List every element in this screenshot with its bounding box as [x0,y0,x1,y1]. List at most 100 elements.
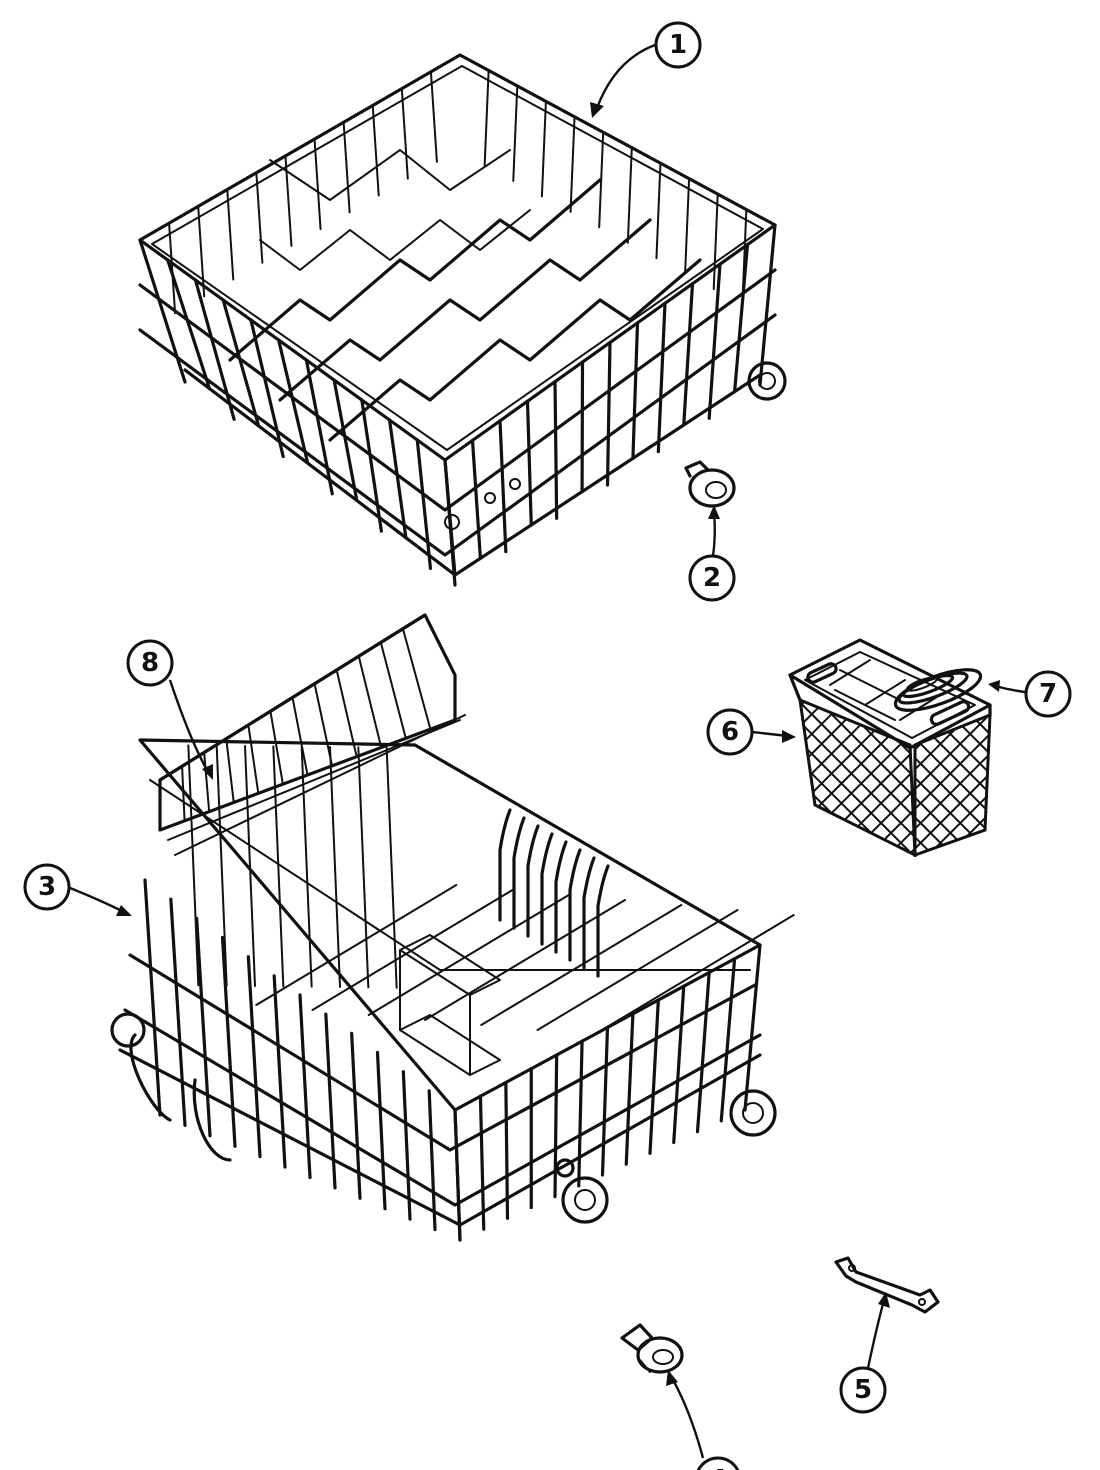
rack-tine [582,856,596,970]
rack-wire [427,1089,437,1232]
rack-wire [277,338,310,465]
rack-wire [480,904,683,1026]
callout-3: 3 [23,863,132,916]
rack-wire [329,746,341,988]
rack-wire [655,162,662,260]
rack-wire [401,1070,412,1221]
rack-wire [429,70,438,163]
rack-wire [225,737,235,804]
rack-wire [169,897,187,1128]
rack-wire [684,177,691,275]
rack-wire [357,655,383,749]
rack-wire [424,899,626,1021]
rack-wire [512,84,519,182]
rack-wire [220,935,237,1148]
rack-wire [504,1080,510,1220]
rack-wire [138,238,187,384]
rack-wire [298,993,312,1180]
rack-wire [143,878,162,1117]
callout-1: 1 [590,21,702,118]
rack-wire [577,1039,584,1188]
rack-tine [596,864,610,978]
rack-wire [332,378,359,503]
rack-wire [197,205,206,298]
rack-wire [540,100,547,198]
rack-wire [453,1108,462,1242]
rack-wire [478,1094,486,1231]
rack-wire [324,1012,337,1190]
callout-6: 6 [706,708,796,756]
rack-wire [695,970,711,1134]
rack-wire [672,984,686,1145]
rack-tine [512,816,526,930]
rack-wire [272,745,285,988]
rack-tine [568,848,582,962]
callout-5: 5 [839,1292,890,1414]
callout-4: 4 [666,1370,740,1470]
callout-7-label: 7 [1039,679,1057,709]
rack-wire [350,1031,362,1200]
rack-wire [483,69,490,167]
rack-wire [375,1050,387,1211]
rack-wire [415,438,433,570]
rack-wire [166,258,212,391]
rack-wire [342,121,351,214]
callout-4-label: 4 [709,1465,727,1470]
rack-wire [313,682,334,767]
rack-wire [656,301,667,454]
callout-8-label: 8 [141,648,159,678]
rack-wire [244,745,256,987]
rack-wire [300,745,313,988]
bracket-part-5 [834,1256,940,1314]
rack-wire [215,744,228,987]
rack-wire [719,957,737,1123]
rack-roller-part-2 [684,460,736,508]
rack-wire [401,627,432,731]
rack-wire [626,146,633,244]
rack-wire [195,916,212,1138]
rack-tine [526,824,540,938]
upper-rack [138,53,787,587]
rack-wire [335,669,358,758]
callout-8: 8 [126,639,213,780]
callout-2: 2 [688,505,736,602]
rack-wire [682,282,695,427]
rack-wire [385,746,398,989]
rack-wire [311,889,514,1011]
rack-wire [470,438,483,560]
rack-wire [360,398,383,533]
rack-wire [291,696,309,776]
rack-wire [741,208,748,306]
rack-wire [168,222,177,315]
rack-wire [247,724,260,795]
rack-wire [553,1053,559,1199]
callout-7: 7 [988,670,1072,718]
rack-wire [193,278,236,421]
rack-wire [743,943,762,1112]
rack-wire [181,765,186,822]
basket-clip-part-7 [893,668,983,712]
rack-wire [187,744,200,987]
rack-wire [553,380,559,520]
rack-wire [313,138,322,231]
rack-wire [707,262,722,420]
rack-wire [367,894,570,1016]
rack-wire [648,998,660,1155]
callout-2-label: 2 [703,563,721,593]
rack-wire [600,1025,610,1177]
rack-wire [605,340,612,487]
rack-wire [498,419,508,554]
rack-wire [569,115,576,213]
rack-wire [203,751,211,813]
rack-wire [631,321,640,460]
rack-wire [379,641,407,740]
rack-wire [592,914,795,1036]
rack-roller-part-4 [620,1323,684,1374]
rack-wire [400,87,409,180]
rack-wire [304,358,334,496]
rack-wire [226,188,235,281]
rack-wire [357,746,370,989]
rack-wire [246,955,262,1159]
rack-wire [624,1012,635,1166]
